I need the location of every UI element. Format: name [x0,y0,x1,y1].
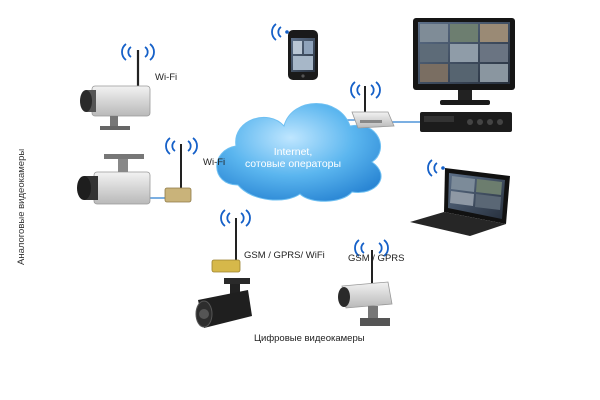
wifi-icon [427,159,445,177]
dvr-recorder-icon [420,112,512,132]
wifi-icon [121,43,155,61]
wifi-icon [354,239,389,257]
analog-camera-icon [80,50,151,130]
monitor-icon [413,18,515,105]
wifi-transmitter-icon [164,144,192,203]
gsm-gprs-wifi-label: GSM / GPRS/ WiFi [244,250,325,261]
wifi-icon [350,81,381,99]
digital-camera-icon [195,278,252,328]
laptop-icon [410,168,510,236]
gsm-module-icon [211,218,241,273]
smartphone-icon [288,30,318,80]
cloud-label-line2: сотовые операторы [244,158,342,170]
wifi-icon [271,23,289,41]
cloud-label: Internet, сотовые операторы [238,146,348,170]
wifi-icon [165,137,198,155]
router-icon [351,86,395,129]
wifi-label-middle: Wi-Fi [203,157,226,168]
analog-camera-icon [77,154,151,205]
analog-cameras-label: Аналоговые видеокамеры [16,148,27,265]
gsm-gprs-label: GSM / GPRS [348,253,405,264]
wifi-label-top: Wi-Fi [155,72,178,83]
cloud-label-line1: Internet, [273,146,313,158]
digital-camera-icon [338,250,393,326]
wifi-icon [220,209,251,227]
digital-cameras-label: Цифровые видеокамеры [254,333,365,344]
